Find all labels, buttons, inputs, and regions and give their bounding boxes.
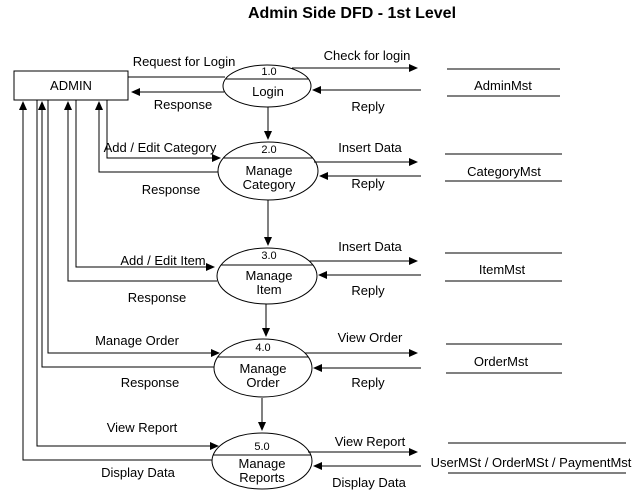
left-flow-4-response-label: Response	[120, 374, 180, 390]
process-4-oval	[213, 338, 313, 398]
admin-entity-box	[13, 70, 129, 101]
right-flow-1-response-label: Reply	[351, 98, 385, 114]
left-flow-2-response-line	[95, 101, 218, 173]
right-flow-5-response-label: Display Data	[332, 474, 406, 490]
right-flow-4-response-label: Reply	[351, 374, 385, 390]
right-flow-1-request-label: Check for login	[323, 47, 411, 63]
left-flow-1-request-label: Request for Login	[132, 53, 236, 69]
datastore-2-label: CategoryMst	[467, 163, 541, 179]
datastore-1-label: AdminMst	[474, 77, 532, 93]
process-5-number: 5.0	[254, 440, 270, 453]
process-1-number: 1.0	[261, 65, 277, 78]
left-flow-5-response-line	[19, 101, 212, 461]
left-flow-4-response-line	[38, 101, 214, 368]
right-flow-2-request-label: Insert Data	[338, 139, 402, 155]
left-flow-4-request-line	[47, 100, 220, 357]
process-3-name-line2: Item	[256, 281, 282, 297]
right-flow-3-response-label: Reply	[351, 282, 385, 298]
process-1-oval	[222, 64, 312, 108]
process-5-name-line1: Manage	[238, 455, 286, 471]
left-flow-4-request-label: Manage Order	[95, 332, 179, 348]
datastore-5-label: UserMSt / OrderMSt / PaymentMst	[430, 454, 632, 470]
process-3-oval	[216, 247, 318, 305]
right-flow-2-response-label: Reply	[351, 175, 385, 191]
left-flow-1-response-label: Response	[153, 96, 213, 112]
right-flow-3-request-label: Insert Data	[338, 238, 402, 254]
process-2-name-line2: Category	[242, 176, 296, 192]
right-flow-5-request-label: View Report	[334, 433, 406, 449]
left-flow-5-request-label: View Report	[106, 419, 178, 435]
process-4-number: 4.0	[255, 341, 271, 354]
datastore-4-label: OrderMst	[473, 353, 529, 369]
left-flow-2-response-label: Response	[141, 181, 201, 197]
process-2-number: 2.0	[261, 143, 277, 156]
datastore-3-label: ItemMst	[478, 261, 526, 277]
left-flow-3-request-line	[75, 100, 215, 271]
left-flow-3-request-label: Add / Edit Item	[120, 252, 206, 268]
left-flow-2-request-label: Add / Edit Category	[103, 139, 217, 155]
diagram-title: Admin Side DFD - 1st Level	[247, 5, 457, 23]
process-3-name-line1: Manage	[245, 267, 293, 283]
process-1-name: Login	[252, 83, 284, 99]
process-3-number: 3.0	[261, 249, 277, 262]
process-4-name-line2: Order	[246, 374, 280, 390]
left-flow-5-response-label: Display Data	[101, 464, 175, 480]
process-4-name-line1: Manage	[239, 360, 287, 376]
process-5-oval	[211, 432, 313, 490]
process-2-name-line1: Manage	[245, 162, 293, 178]
left-flow-3-response-line	[64, 101, 217, 282]
admin-entity-label: ADMIN	[50, 77, 92, 93]
left-flow-2-request-line	[106, 100, 221, 162]
process-5-name-line2: Reports	[239, 469, 285, 485]
left-flow-5-request-line	[36, 100, 219, 450]
left-flow-3-response-label: Response	[127, 289, 187, 305]
right-flow-4-request-label: View Order	[337, 329, 403, 345]
